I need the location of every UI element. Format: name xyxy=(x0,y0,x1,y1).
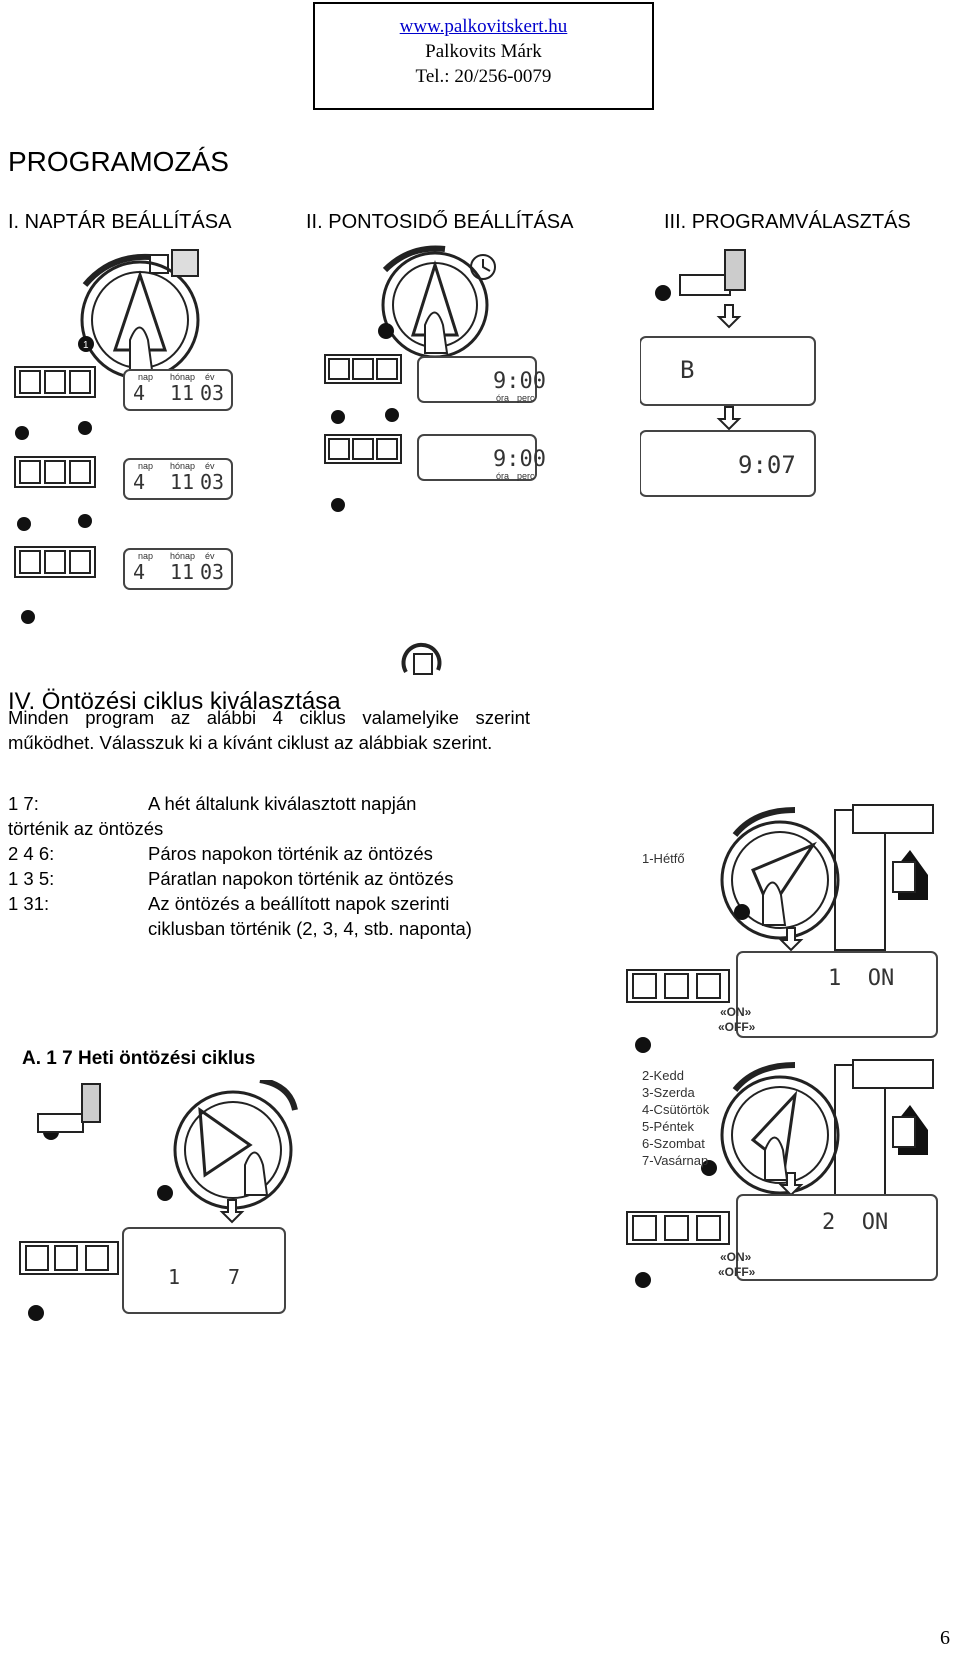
dial-icon-5 xyxy=(720,1059,934,1206)
day-item-1: 1-Hétfő xyxy=(642,851,685,866)
cycle-2-text: Páros napokon történik az öntözés xyxy=(148,843,433,864)
lcd-label-day: nap xyxy=(138,372,154,382)
calendar-setting-figure: 1 xyxy=(14,249,233,624)
svg-text:1: 1 xyxy=(83,340,89,351)
clock-icon xyxy=(470,254,496,280)
section-1-title: I. NAPTÁR BEÁLLÍTÁSA xyxy=(8,211,232,233)
on-label-1: «ON» xyxy=(720,1005,752,1019)
cycle-4-cont: ciklusban történik (2, 3, 4, stb. napont… xyxy=(148,918,472,939)
section-2-title: II. PONTOSIDŐ BEÁLLÍTÁSA xyxy=(306,211,574,233)
lcd-year-1: 03 xyxy=(200,381,225,405)
cycle-1-cont: történik az öntözés xyxy=(8,818,164,839)
clock-label-minute: perc xyxy=(517,393,535,403)
lcd-label-day-3: nap xyxy=(138,551,154,561)
cycle-3-text: Páratlan napokon történik az öntözés xyxy=(148,868,454,889)
lcd-month-2: 11 xyxy=(170,470,195,494)
lcd-label-year: év xyxy=(205,372,215,382)
hand-icon xyxy=(679,274,731,296)
day-list: 2-Kedd 3-Szerda 4-Csütörtök 5-Péntek 6-S… xyxy=(642,1067,709,1169)
lcd-label-day-2: nap xyxy=(138,461,154,471)
off-label-1: «OFF» xyxy=(718,1020,756,1034)
clock-label-minute-2: perc xyxy=(517,471,535,481)
cycle-lcd-b: 7 xyxy=(228,1265,241,1289)
cycle-lcd-a: 1 xyxy=(168,1265,181,1289)
day-item-3: 3-Szerda xyxy=(642,1085,695,1100)
step-1-badge xyxy=(78,336,94,352)
cycle-1-text: A hét általunk kiválasztott napján xyxy=(148,793,417,814)
header-phone: Tel.: 20/256-0079 xyxy=(415,66,552,87)
day-item-2: 2-Kedd xyxy=(642,1068,684,1083)
on-label-2: «ON» xyxy=(720,1250,752,1264)
page-number: 6 xyxy=(940,1627,950,1649)
dial-icon-4 xyxy=(720,804,934,951)
clock-setting-figure xyxy=(324,245,537,512)
cycle-3-code: 1 3 5: xyxy=(8,868,55,889)
lcd-day-3: 4 xyxy=(133,560,146,584)
lcd-label-month-3: hónap xyxy=(170,551,196,561)
lcd-month-1: 11 xyxy=(170,381,195,405)
day-item-4: 4-Csütörtök xyxy=(642,1102,710,1117)
day-item-6: 6-Szombat xyxy=(642,1136,705,1151)
dial-icon xyxy=(80,249,200,380)
cycle-2-code: 2 4 6: xyxy=(8,843,55,864)
lcd-month-3: 11 xyxy=(170,560,195,584)
cycle-1-code: 1 7: xyxy=(8,793,39,814)
intro-paragraph: Minden program az alábbi 4 ciklus valame… xyxy=(8,707,530,753)
program-select-figure xyxy=(640,249,816,497)
figure-a-title: A. 1 7 Heti öntözési ciklus xyxy=(22,1048,256,1069)
lcd-label-year-3: év xyxy=(205,551,215,561)
dial-icon-3 xyxy=(173,1080,298,1210)
button-row-3 xyxy=(14,546,96,578)
lcd-label-month-2: hónap xyxy=(170,461,196,471)
clock-label-hour: óra xyxy=(496,393,510,403)
clock-label-hour-2: óra xyxy=(496,471,510,481)
day-select-figure xyxy=(626,804,938,1288)
button-row-1 xyxy=(14,366,96,398)
cycle-4-text: Az öntözés a beállított napok szerinti xyxy=(148,893,450,914)
section-4-title: IV. Öntözési ciklus kiválasztása xyxy=(8,688,341,715)
clock-lcd-2: 9:00 xyxy=(493,447,546,472)
website-link[interactable]: www.palkovitskert.hu xyxy=(399,16,568,37)
lcd-label-year-2: év xyxy=(205,461,215,471)
header-name: Palkovits Márk xyxy=(425,41,542,62)
program-switch-icon xyxy=(724,249,746,291)
lcd-day-2: 4 xyxy=(133,470,146,494)
day-item-5: 5-Péntek xyxy=(642,1119,695,1134)
clock-lcd-1: 9:00 xyxy=(493,369,546,394)
program-lcd-time: 9:07 xyxy=(738,451,796,479)
lcd-label-month: hónap xyxy=(170,372,196,382)
weekly-cycle-figure xyxy=(19,1080,298,1321)
header-box: www.palkovitskert.hu Palkovits Márk Tel.… xyxy=(313,2,654,110)
day-lcd-2: 2 ON xyxy=(822,1210,889,1235)
dial-icon-2 xyxy=(381,245,489,359)
off-label-2: «OFF» xyxy=(718,1265,756,1279)
page-title: PROGRAMOZÁS xyxy=(8,146,229,177)
program-lcd-value: B xyxy=(680,356,695,384)
section-3-title: III. PROGRAMVÁLASZTÁS xyxy=(664,211,911,233)
cycle-icon xyxy=(401,642,442,675)
lcd-year-2: 03 xyxy=(200,470,225,494)
lcd-year-3: 03 xyxy=(200,560,225,584)
day-item-7: 7-Vasárnap xyxy=(642,1153,709,1168)
cycle-4-code: 1 31: xyxy=(8,893,50,914)
day-lcd-1: 1 ON xyxy=(828,966,895,991)
button-row-2 xyxy=(14,456,96,488)
lcd-day-1: 4 xyxy=(133,381,146,405)
